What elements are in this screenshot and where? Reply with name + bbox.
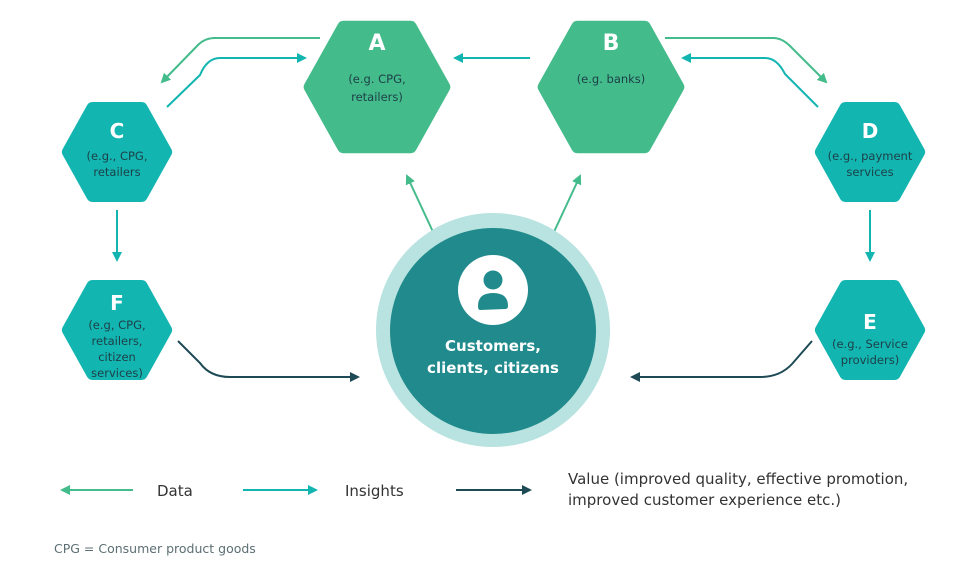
arrow-data-customers-to-b xyxy=(552,174,582,235)
node-e-description-line: (e.g., Service xyxy=(832,337,908,351)
customers-circle xyxy=(390,228,596,434)
arrow-data-a-to-c xyxy=(160,37,320,84)
arrow-value-f-to-customers xyxy=(177,340,360,382)
node-b-hexagon xyxy=(537,20,685,154)
node-c-description-line: retailers xyxy=(93,165,140,179)
node-f-description-line: citizen xyxy=(98,350,136,364)
node-b-letter: B xyxy=(603,31,620,56)
node-f-description-line: (e.g, CPG, xyxy=(88,318,145,332)
node-c-hexagon xyxy=(61,101,173,203)
node-c-letter: C xyxy=(110,119,125,143)
customers-label-line1: Customers, xyxy=(445,337,541,355)
arrows xyxy=(112,37,875,382)
node-f-hexagon xyxy=(61,279,173,381)
node-e-description-line: providers) xyxy=(841,353,899,367)
arrow-data-b-to-d xyxy=(665,37,828,84)
node-a-description-line: retailers) xyxy=(351,90,403,104)
person-icon-body xyxy=(478,293,508,310)
node-f: F (e.g, CPG, retailers, citizen services) xyxy=(61,279,173,381)
node-e-hexagon xyxy=(814,279,926,381)
legend-data-label: Data xyxy=(157,482,193,500)
node-f-description-line: retailers, xyxy=(92,334,143,348)
node-b-description-line: (e.g. banks) xyxy=(577,72,646,86)
legend: Data Insights Value (improved quality, e… xyxy=(60,470,908,509)
customers-label-line2: clients, citizens xyxy=(427,359,559,377)
node-c-description-line: (e.g., CPG, xyxy=(86,149,147,163)
legend-insights-label: Insights xyxy=(345,482,404,500)
node-d-description-line: (e.g., payment xyxy=(828,149,913,163)
node-d: D (e.g., payment services xyxy=(814,101,926,203)
arrow-insights-c-to-a xyxy=(166,53,307,108)
legend-value-label-line2: improved customer experience etc.) xyxy=(568,491,841,509)
node-b: B (e.g. banks) xyxy=(537,20,685,154)
node-d-letter: D xyxy=(862,119,879,143)
legend-value-label-line1: Value (improved quality, effective promo… xyxy=(568,470,908,488)
node-a-hexagon xyxy=(303,20,451,154)
arrow-insights-d-to-b xyxy=(681,53,819,108)
node-d-hexagon xyxy=(814,101,926,203)
arrow-data-customers-to-a xyxy=(405,174,435,235)
node-d-description-line: services xyxy=(846,165,893,179)
arrow-value-e-to-customers xyxy=(630,340,813,382)
person-icon xyxy=(458,255,528,325)
node-a: A (e.g. CPG, retailers) xyxy=(303,20,451,154)
node-a-letter: A xyxy=(368,31,385,56)
node-f-description-line: services) xyxy=(91,366,143,380)
node-e: E (e.g., Service providers) xyxy=(814,279,926,381)
customers-node: Customers, clients, citizens xyxy=(376,213,610,447)
footnote: CPG = Consumer product goods xyxy=(54,541,256,556)
node-a-description-line: (e.g. CPG, xyxy=(348,72,405,86)
node-c: C (e.g., CPG, retailers xyxy=(61,101,173,203)
node-e-letter: E xyxy=(863,310,877,334)
node-f-letter: F xyxy=(110,291,124,315)
